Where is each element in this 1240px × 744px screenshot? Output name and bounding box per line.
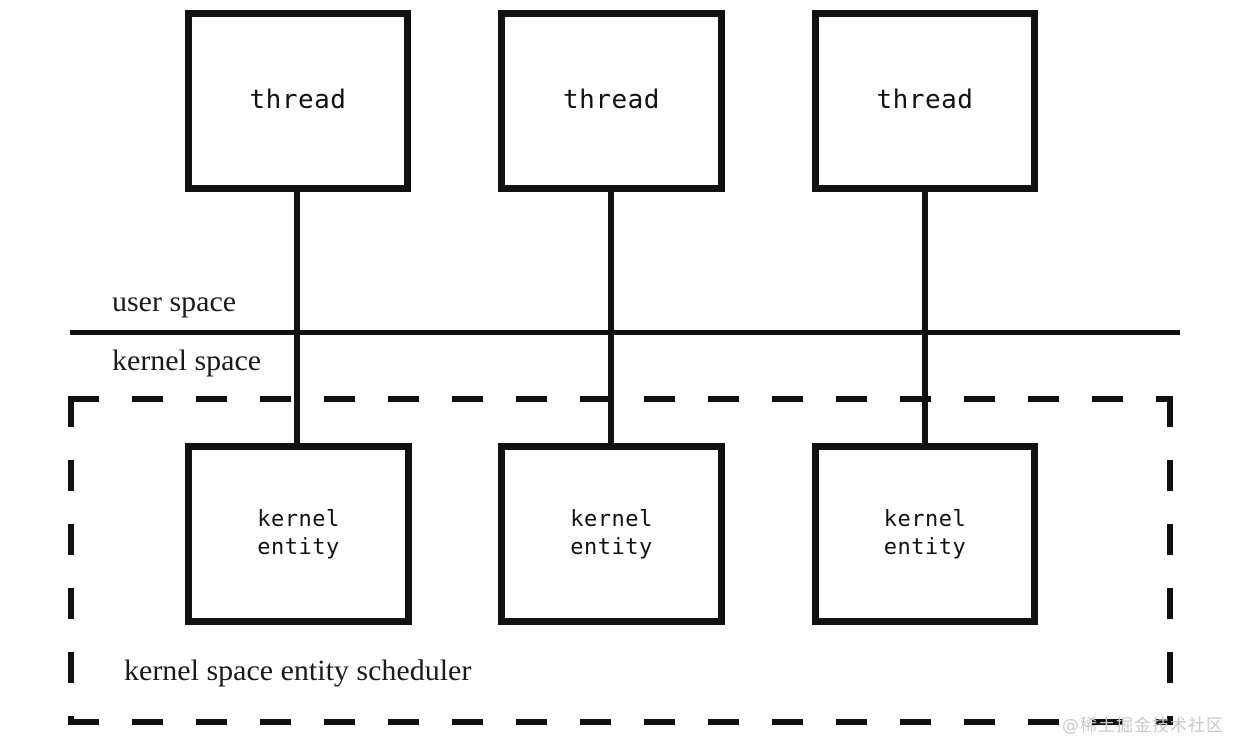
user-space-label: user space	[112, 285, 237, 318]
kernel-entity-box-1[interactable]: kernel entity	[185, 443, 412, 625]
scheduler-region-bottom-edge	[68, 719, 1173, 725]
thread-box-2[interactable]: thread	[498, 10, 725, 192]
watermark: @稀土掘金技术社区	[1062, 716, 1224, 736]
thread-box-3[interactable]: thread	[812, 10, 1038, 192]
kernel-entity-box-1-label: kernel entity	[257, 506, 340, 560]
scheduler-label: kernel space entity scheduler	[124, 654, 472, 687]
kernel-entity-box-3[interactable]: kernel entity	[812, 443, 1038, 625]
kernel-entity-box-2[interactable]: kernel entity	[498, 443, 725, 625]
scheduler-region-top-edge	[68, 396, 1173, 402]
kernel-entity-box-2-label: kernel entity	[570, 506, 653, 560]
thread-box-2-label: thread	[563, 85, 660, 116]
thread-box-1[interactable]: thread	[185, 10, 411, 192]
connector-thread-1-to-entity-1	[294, 186, 300, 448]
scheduler-region-right-edge	[1167, 396, 1173, 725]
user-kernel-space-divider	[70, 330, 1180, 335]
scheduler-region-left-edge	[68, 396, 74, 725]
kernel-space-label: kernel space	[112, 344, 262, 377]
connector-thread-3-to-entity-3	[922, 186, 928, 448]
thread-box-3-label: thread	[876, 85, 974, 116]
connector-thread-2-to-entity-2	[608, 186, 614, 448]
thread-box-1-label: thread	[249, 85, 347, 116]
kernel-entity-box-3-label: kernel entity	[883, 506, 967, 560]
